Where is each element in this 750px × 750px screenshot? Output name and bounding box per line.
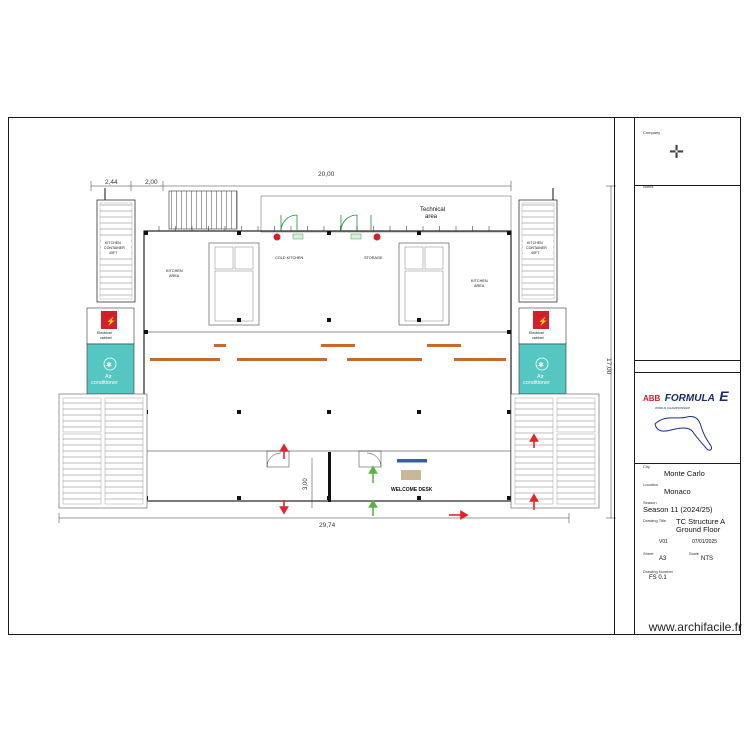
- dimension-lines: [58, 181, 616, 523]
- svg-text:✱: ✱: [538, 361, 544, 369]
- svg-text:Air: Air: [105, 374, 112, 380]
- central-wall: [328, 452, 331, 502]
- column-marker: [417, 231, 421, 235]
- technical-area: Technical area: [260, 195, 512, 233]
- dimension-right: 17,00: [605, 358, 612, 375]
- svg-text:⚡: ⚡: [538, 316, 548, 326]
- svg-text:Electrical: Electrical: [529, 331, 544, 335]
- column-marker: [417, 496, 421, 500]
- column-marker: [237, 410, 241, 414]
- watermark: www.archifacile.fr: [648, 620, 742, 634]
- column-marker: [417, 410, 421, 414]
- svg-text:cabinet: cabinet: [532, 336, 544, 340]
- column-marker: [237, 318, 241, 322]
- city-label: City: [643, 464, 650, 469]
- column-marker: [237, 231, 241, 235]
- column-marker: [144, 231, 148, 235]
- main-hall-walls: [143, 230, 512, 502]
- kitchen-area-right: KITCHEN AREA: [398, 242, 488, 326]
- svg-text:✱: ✱: [106, 361, 112, 369]
- air-conditioner-right: ✱ Air conditioner: [518, 343, 567, 395]
- north-compass-icon: ✛: [669, 142, 685, 162]
- electrical-cabinet-left: ⚡ Electrical cabinet: [86, 307, 135, 345]
- title-block-divider: [614, 118, 615, 634]
- counters: [150, 344, 506, 361]
- svg-text:Air: Air: [537, 374, 544, 380]
- svg-text:CONTAINER: CONTAINER: [526, 246, 547, 250]
- drawing-number-label: Drawing Number: [643, 569, 674, 574]
- column-marker: [144, 330, 148, 334]
- column-marker: [507, 231, 511, 235]
- company-label: Company: [643, 130, 661, 135]
- column-marker: [417, 318, 421, 322]
- drawing-title-2: Ground Floor: [676, 525, 721, 534]
- column-marker: [327, 231, 331, 235]
- kitchen-container-right: KITCHEN CONTAINER 40FT: [518, 188, 558, 303]
- dimension-left-2: 2,00: [145, 179, 158, 186]
- dimension-inner: 3,00: [303, 478, 309, 490]
- top-stairs-left: [168, 190, 238, 230]
- svg-text:WELCOME DESK: WELCOME DESK: [391, 487, 433, 493]
- structural-columns: [144, 231, 511, 500]
- floor-plan: 2,44 2,00 20,00 17,00 29,74 3,00 Technic…: [58, 171, 616, 529]
- svg-text:area: area: [425, 214, 438, 220]
- version-value: V01: [659, 539, 668, 545]
- date-value: 07/01/2025: [692, 539, 718, 545]
- column-marker: [327, 410, 331, 414]
- svg-text:conditioner: conditioner: [523, 380, 550, 386]
- storage-label: STORAGE: [364, 256, 383, 260]
- svg-text:KITCHEN: KITCHEN: [471, 279, 488, 283]
- scale-value: NTS: [701, 556, 713, 562]
- dimension-top: 20,00: [318, 171, 335, 178]
- side-stairs-left: [58, 393, 148, 509]
- drawing-number-value: FS 0.1: [649, 575, 667, 581]
- svg-text:Electrical: Electrical: [97, 331, 112, 335]
- svg-text:cabinet: cabinet: [100, 336, 112, 340]
- formula-e-logo: ABB FORMULA E WORLD CHAMPIONSHIP: [643, 388, 729, 410]
- column-marker: [507, 496, 511, 500]
- notes-label: Notes: [643, 184, 654, 189]
- column-marker: [507, 410, 511, 414]
- side-stairs-right: [510, 393, 600, 509]
- air-conditioner-left: ✱ Air conditioner: [86, 343, 135, 395]
- svg-text:40FT: 40FT: [109, 251, 118, 255]
- kitchen-area-left: KITCHEN AREA: [166, 242, 260, 326]
- dimension-bottom: 29,74: [319, 522, 336, 529]
- svg-text:⚡: ⚡: [106, 316, 116, 326]
- drawing-title-label: Drawing Title: [643, 518, 667, 523]
- technical-doors: [280, 214, 372, 232]
- kitchen-container-left: KITCHEN CONTAINER 40FT: [96, 188, 136, 303]
- drawing-sheet: 2,44 2,00 20,00 17,00 29,74 3,00 Technic…: [8, 117, 741, 635]
- flow-arrows: [279, 433, 539, 520]
- sheet-label: Sheet: [643, 551, 654, 556]
- scale-label: Scale: [689, 551, 700, 556]
- location-label: Location: [643, 482, 659, 487]
- svg-text:conditioner: conditioner: [91, 380, 118, 386]
- city-value: Monte Carlo: [664, 469, 705, 478]
- svg-text:Technical: Technical: [420, 207, 445, 213]
- welcome-desk: WELCOME DESK: [391, 459, 433, 493]
- location-value: Monaco: [664, 487, 691, 496]
- drawing-title-1: TC Structure A: [676, 517, 726, 526]
- electrical-cabinet-right: ⚡ Electrical cabinet: [518, 307, 567, 345]
- column-marker: [237, 496, 241, 500]
- season-value: Season 11 (2024/25): [643, 505, 713, 514]
- svg-text:AREA: AREA: [169, 274, 180, 278]
- sheet-value: A3: [659, 556, 667, 562]
- top-wall-ticks: [158, 226, 490, 231]
- svg-text:40FT: 40FT: [531, 251, 540, 255]
- emergency-markers: [273, 233, 381, 241]
- column-marker: [327, 318, 331, 322]
- svg-text:CONTAINER: CONTAINER: [104, 246, 125, 250]
- column-marker: [507, 330, 511, 334]
- entrance-doors: [266, 450, 382, 468]
- svg-text:KITCHEN: KITCHEN: [105, 241, 121, 245]
- svg-text:KITCHEN: KITCHEN: [527, 241, 543, 245]
- track-map: [654, 416, 712, 451]
- cold-kitchen-label: COLD KITCHEN: [275, 256, 304, 260]
- dimension-left-1: 2,44: [105, 179, 118, 186]
- svg-text:AREA: AREA: [474, 284, 485, 288]
- svg-text:KITCHEN: KITCHEN: [166, 269, 183, 273]
- season-label: Season: [643, 500, 657, 505]
